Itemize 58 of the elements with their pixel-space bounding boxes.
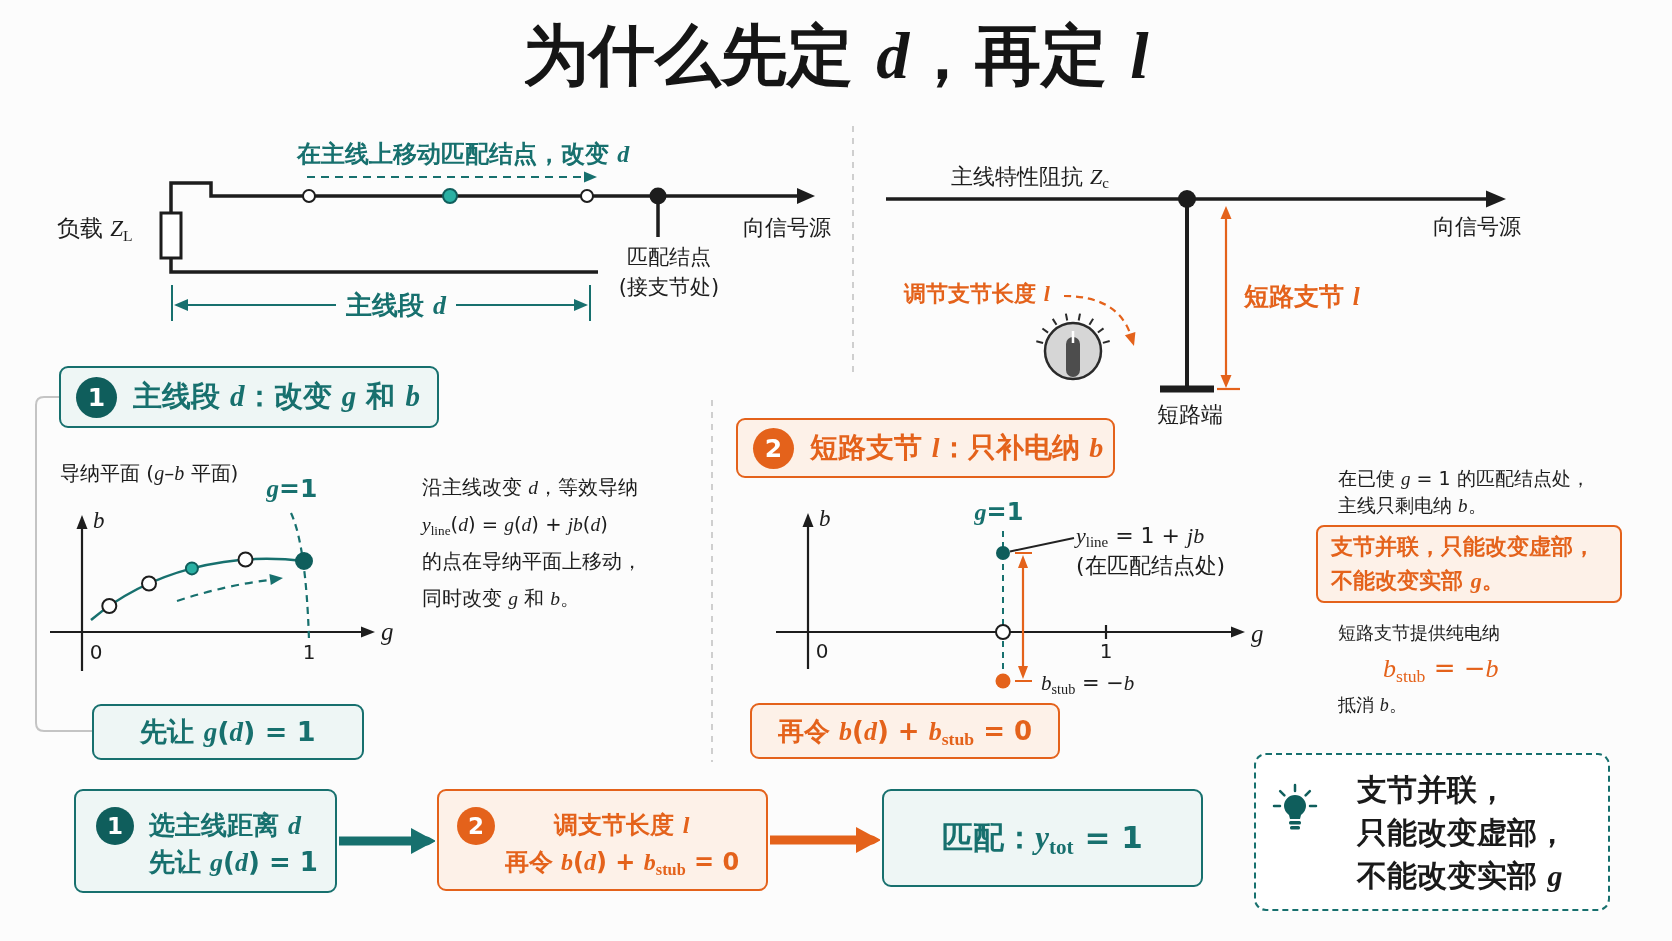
callout-text: (在匹配结点处) [1076,552,1226,580]
direction-label: 向信号源 [743,214,831,242]
step-number: 2 [457,807,495,845]
description-text: 短路支节提供纯电纳 [1338,622,1500,644]
step-number: 2 [753,427,794,469]
heading-card [59,366,439,428]
tip-card [1254,753,1610,911]
step-text: 先让 g(d) = 1 [149,846,318,879]
step-text: 调支节长度 l [554,810,690,841]
callout-text: y$_{line}$ = 1 + jb [1076,522,1205,551]
direction-label: 在主线上移动匹配结点，改变 d [296,139,630,169]
axis-label: g [1251,619,1264,649]
axis-label: b [819,505,831,533]
tick-label: 0 [815,639,829,663]
note-card [1316,525,1622,603]
terminal-label: 短路端 [1157,401,1223,429]
result-card [750,703,1060,759]
plot-title: 导纳平面 (g–b 平面) [60,461,239,485]
result-card [882,789,1203,887]
description-text: 抵消 b。 [1338,693,1407,717]
leader-line [1009,537,1075,553]
axis-label: b [93,507,105,535]
tip-text: 支节并联，只能改变虚部，不能改变实部 g [1357,771,1568,895]
point-marker [996,546,1010,560]
tick-label: 1 [302,640,316,664]
control-label: 调节支节长度 l [904,280,1050,308]
step-number: 1 [96,807,134,845]
result-card [92,704,364,760]
description-text: 在已使 g = 1 的匹配结点处，主线只剩电纳 b。 [1338,466,1591,518]
heading-card [736,418,1115,478]
load-label: 负载 Z$_{L}$ [57,215,133,243]
axis-label: g [381,617,394,647]
formula-label: b$_{stub}$ = −b [1041,671,1135,697]
title: 为什么先定 d，再定 l [523,16,1149,96]
result-text: 再令 b(d) + b$_{stub}$ = 0 [777,714,1033,749]
description-text: 沿主线改变 d，等效导纳 y$_{line}$(d) = g(d) + jb(d) 的点在导纳平面上移动，同时改变 g 和 b。 [422,475,643,612]
result-text: 匹配：y$_{tot}$ = 1 [942,818,1143,859]
formula-text: b$_{stub}$ = −b [1383,653,1499,685]
junction-label: 匹配结点 (接支节处) [617,244,721,301]
dimension-label: 主线段 d [345,290,447,322]
step-number: 1 [76,376,117,418]
heading-text: 短路支节 l：只补电纳 b [810,430,1104,466]
flow-arrow [339,828,435,854]
tick-label: 1 [1099,639,1113,663]
step-card [74,789,337,893]
step-card [437,789,768,891]
curve-label: g=1 [974,497,1024,527]
direction-label: 向信号源 [1433,213,1521,241]
line-label: 主线特性阻抗 Z$_{c}$ [951,163,1109,191]
result-text: 先让 g(d) = 1 [140,715,316,749]
tick-label: 0 [89,640,103,664]
step-text: 再令 b(d) + b$_{stub}$ = 0 [504,847,740,881]
flow-arrow [770,827,880,853]
heading-text: 主线段 d：改变 g 和 b [133,378,420,415]
dimension-label: 短路支节 l [1244,282,1360,312]
curve-label: g=1 [266,474,318,504]
step-text: 选主线距离 d [149,809,302,842]
note-text: 支节并联，只能改变虚部，不能改变实部 g。 [1331,533,1596,595]
